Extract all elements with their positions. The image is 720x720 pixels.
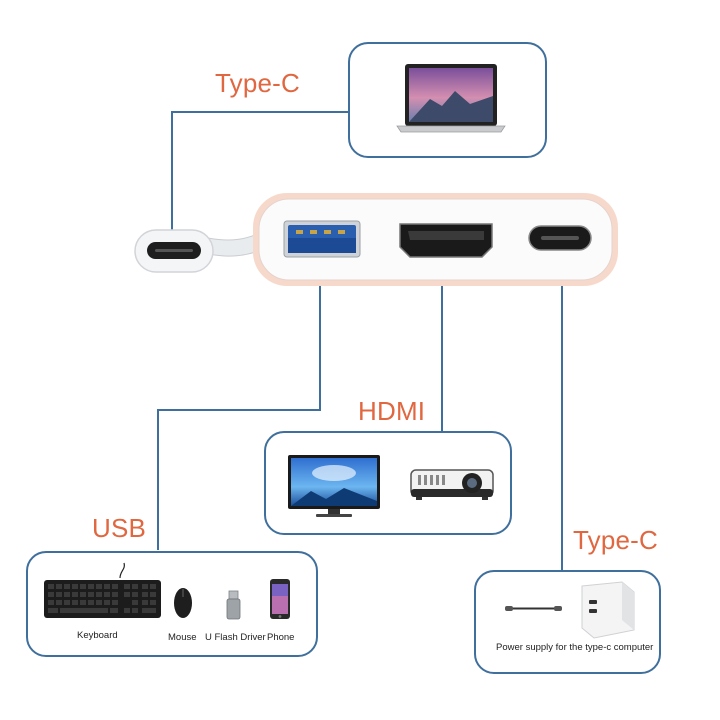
typec-top-label: Type-C	[215, 68, 301, 98]
device-label-keyboard: Keyboard	[77, 630, 118, 641]
hdmi-devices-box	[264, 431, 512, 535]
usb-label: USB	[92, 513, 147, 543]
usb-line	[157, 255, 321, 550]
power-supply-box: Power supply for the type-c computer	[474, 570, 661, 674]
device-label-flash-drive: U Flash Driver	[205, 632, 266, 643]
phone-icon	[270, 579, 290, 619]
projector-icon	[410, 469, 494, 500]
laptop-icon	[396, 64, 506, 133]
usb-c-plug	[134, 229, 263, 273]
power-supply-caption: Power supply for the type-c computer	[496, 642, 654, 653]
keyboard-icon	[44, 562, 161, 618]
laptop-box	[348, 42, 547, 158]
monitor-icon	[288, 455, 380, 517]
hdmi-label: HDMI	[358, 396, 426, 426]
device-label-phone: Phone	[267, 632, 295, 643]
usb-flash-drive-icon	[226, 590, 241, 620]
connector-lines	[157, 111, 563, 570]
typec-right-label: Type-C	[573, 525, 659, 555]
mouse-icon	[174, 588, 192, 618]
power-adapter-icon	[581, 581, 635, 639]
typec-top-line	[171, 111, 350, 235]
hdmi-port	[399, 223, 493, 258]
device-label-mouse: Mouse	[168, 632, 197, 643]
usb-devices-box: Keyboard Mouse U Flash Driver Phone	[26, 551, 318, 657]
usb-c-cable-icon	[505, 606, 562, 611]
usb-c-port	[528, 225, 592, 251]
usb-a-port	[283, 220, 361, 258]
